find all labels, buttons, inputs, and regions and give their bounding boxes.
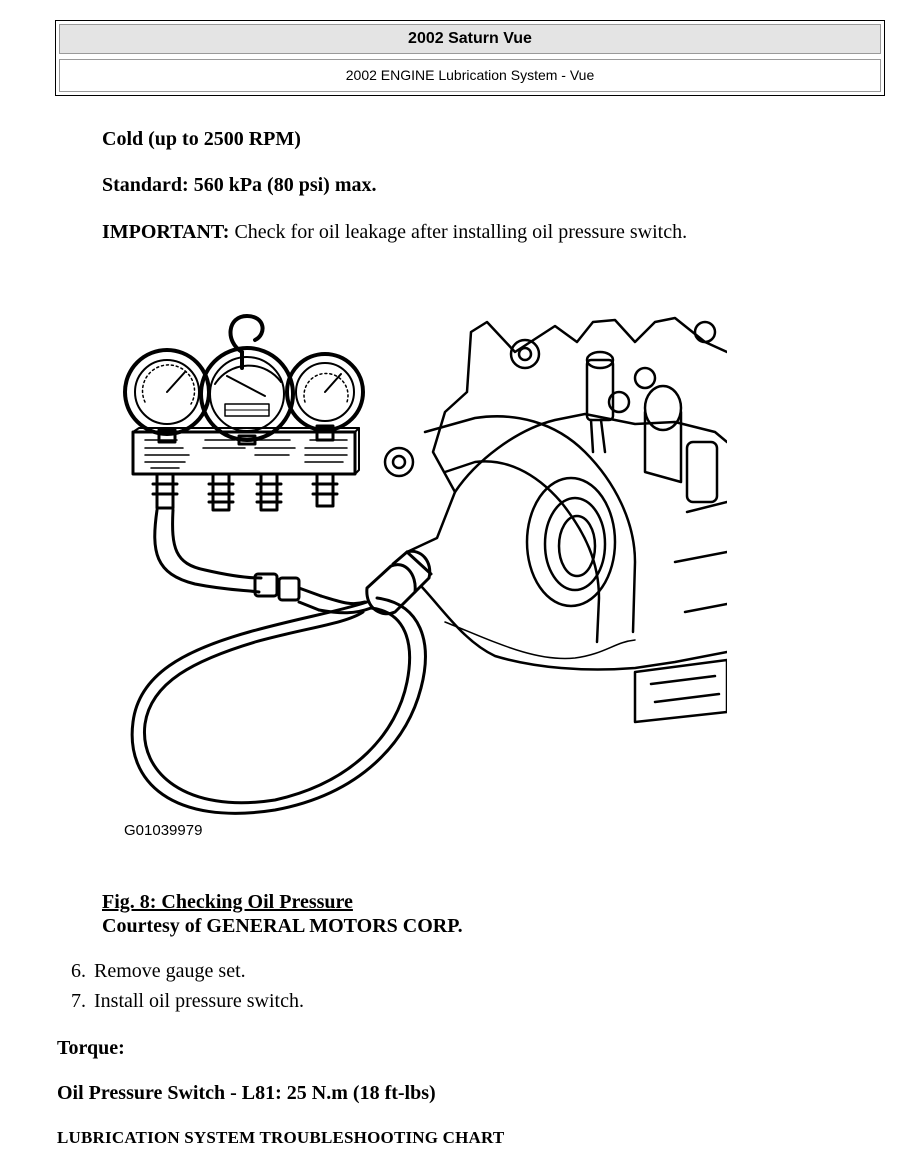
- middle-gauge: [199, 346, 295, 446]
- step-text: Remove gauge set.: [94, 960, 246, 982]
- engine-block: [383, 316, 727, 724]
- step-text: Install oil pressure switch.: [94, 990, 304, 1012]
- step-item: 7. Install oil pressure switch.: [56, 990, 304, 1013]
- header-subtitle: 2002 ENGINE Lubrication System - Vue: [59, 59, 881, 92]
- left-gauge: [123, 348, 211, 444]
- important-note: IMPORTANT: Check for oil leakage after i…: [102, 221, 687, 244]
- oil-pressure-figure: [123, 314, 727, 815]
- torque-label: Torque:: [57, 1037, 125, 1059]
- step-number: 7.: [71, 990, 86, 1012]
- manifold-fittings: [151, 472, 339, 512]
- step-number: 6.: [71, 960, 86, 982]
- figure-id: G01039979: [124, 822, 203, 839]
- spec-standard: Standard: 560 kPa (80 psi) max.: [102, 174, 377, 196]
- step-item: 6. Remove gauge set.: [56, 960, 246, 983]
- important-label: IMPORTANT:: [102, 221, 230, 243]
- gauge-manifold: [131, 427, 360, 476]
- figure-caption-title: Fig. 8: Checking Oil Pressure: [102, 891, 353, 913]
- header-title: 2002 Saturn Vue: [59, 24, 881, 54]
- torque-spec: Oil Pressure Switch - L81: 25 N.m (18 ft…: [57, 1082, 436, 1104]
- section-heading: LUBRICATION SYSTEM TROUBLESHOOTING CHART: [57, 1128, 505, 1147]
- gauge-hose: [130, 508, 427, 815]
- gauge-hook: [228, 314, 265, 354]
- page-header: 2002 Saturn Vue 2002 ENGINE Lubrication …: [55, 20, 885, 96]
- spec-cold: Cold (up to 2500 RPM): [102, 128, 301, 150]
- figure-caption-courtesy: Courtesy of GENERAL MOTORS CORP.: [102, 915, 463, 937]
- important-text: Check for oil leakage after installing o…: [229, 221, 688, 243]
